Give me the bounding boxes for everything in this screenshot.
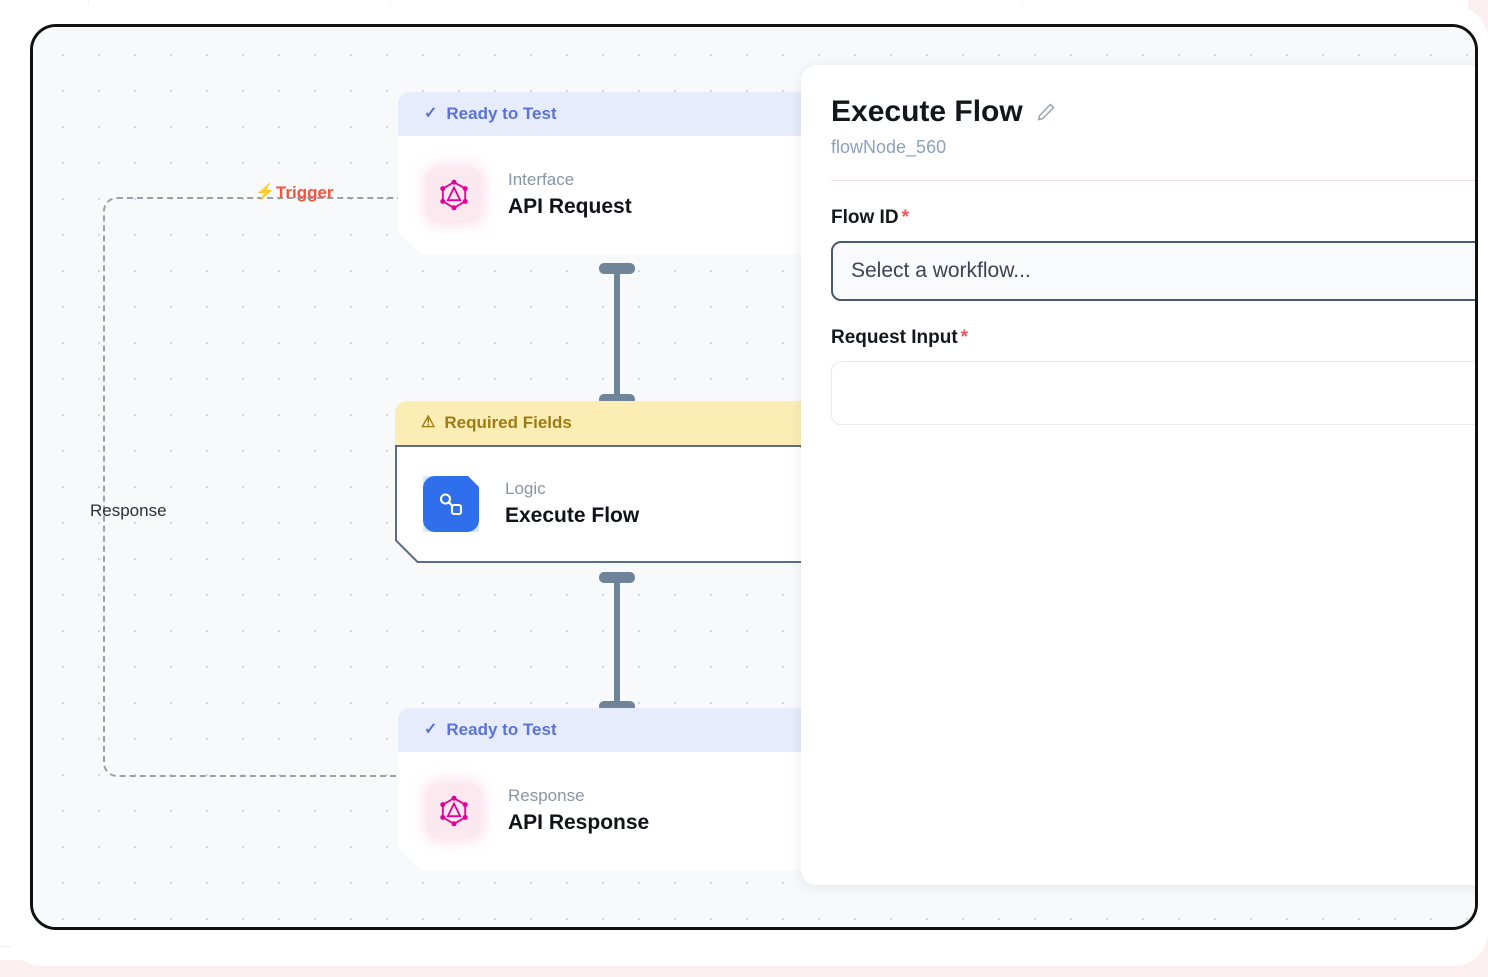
- required-marker: *: [901, 207, 909, 228]
- response-label: Response: [90, 501, 167, 520]
- flow-node-api-response[interactable]: ✓ Ready to Test: [398, 708, 826, 870]
- check-icon: ✓: [424, 105, 438, 122]
- connector-stem: [614, 578, 620, 706]
- trigger-response-dashed-connector: [103, 197, 408, 777]
- field-label: Flow ID*: [831, 207, 1475, 229]
- connector-cap-top: [599, 572, 635, 583]
- field-label-text: Request Input: [831, 327, 958, 348]
- flow-node-execute-flow[interactable]: ⚠ Required Fields: [395, 401, 823, 563]
- node-config-panel: Execute Flow flowNode_560 Flow ID* Selec…: [801, 65, 1475, 885]
- warning-triangle-icon: ⚠: [421, 414, 436, 431]
- field-request-input: Request Input* E: [831, 327, 1475, 425]
- panel-divider: [831, 180, 1475, 181]
- node-connector[interactable]: [593, 572, 641, 712]
- graphql-icon: [426, 783, 482, 839]
- check-icon: ✓: [424, 721, 438, 738]
- request-input-field[interactable]: [831, 361, 1475, 425]
- trigger-label: ⚡ Trigger: [255, 183, 334, 203]
- node-status-badge: ✓ Ready to Test: [398, 708, 826, 752]
- node-body[interactable]: Logic Execute Flow: [395, 445, 823, 563]
- field-flow-id: Flow ID* Select a workflow...: [831, 207, 1475, 301]
- node-title: API Request: [508, 194, 632, 218]
- node-title: Execute Flow: [505, 503, 640, 527]
- required-marker: *: [960, 327, 969, 348]
- flow-node-api-request[interactable]: ✓ Ready to Test: [398, 92, 826, 254]
- node-status-label: Ready to Test: [446, 720, 557, 739]
- flow-id-select[interactable]: Select a workflow...: [831, 241, 1475, 301]
- lightning-bolt-icon: ⚡: [255, 184, 275, 201]
- node-status-label: Ready to Test: [446, 104, 557, 123]
- page-title: Execute Flow: [831, 95, 1023, 128]
- connector-stem: [614, 269, 620, 399]
- node-connector[interactable]: [593, 263, 641, 405]
- node-text: Response API Response: [508, 787, 649, 835]
- request-input-row: E: [831, 361, 1475, 425]
- panel-header: Execute Flow: [831, 95, 1475, 128]
- node-title: API Response: [508, 810, 650, 834]
- workflow-nodes-icon: [423, 476, 479, 532]
- node-kind-label: Logic: [505, 479, 546, 499]
- node-status-badge: ✓ Ready to Test: [398, 92, 826, 136]
- graphql-icon: [426, 167, 482, 223]
- connector-cap-top: [599, 263, 635, 274]
- connector-cap-bottom: [599, 394, 635, 405]
- field-label-text: Flow ID: [831, 207, 899, 228]
- connector-cap-bottom: [599, 701, 635, 712]
- node-id-subtitle: flowNode_560: [831, 137, 947, 157]
- trigger-label-text: Trigger: [275, 183, 334, 202]
- node-text: Logic Execute Flow: [505, 480, 639, 528]
- node-status-badge: ⚠ Required Fields: [395, 401, 823, 445]
- node-kind-label: Interface: [508, 170, 575, 190]
- app-viewport: ⚡ Trigger Response ✓ Ready to Test: [30, 24, 1478, 930]
- node-body[interactable]: Response API Response: [398, 752, 826, 870]
- field-label: Request Input*: [831, 327, 1475, 349]
- pencil-icon[interactable]: [1035, 101, 1057, 123]
- node-kind-label: Response: [508, 786, 585, 806]
- node-body[interactable]: Interface API Request: [398, 136, 826, 254]
- node-status-label: Required Fields: [444, 413, 572, 432]
- flow-id-select-placeholder: Select a workflow...: [851, 259, 1031, 282]
- node-text: Interface API Request: [508, 171, 632, 219]
